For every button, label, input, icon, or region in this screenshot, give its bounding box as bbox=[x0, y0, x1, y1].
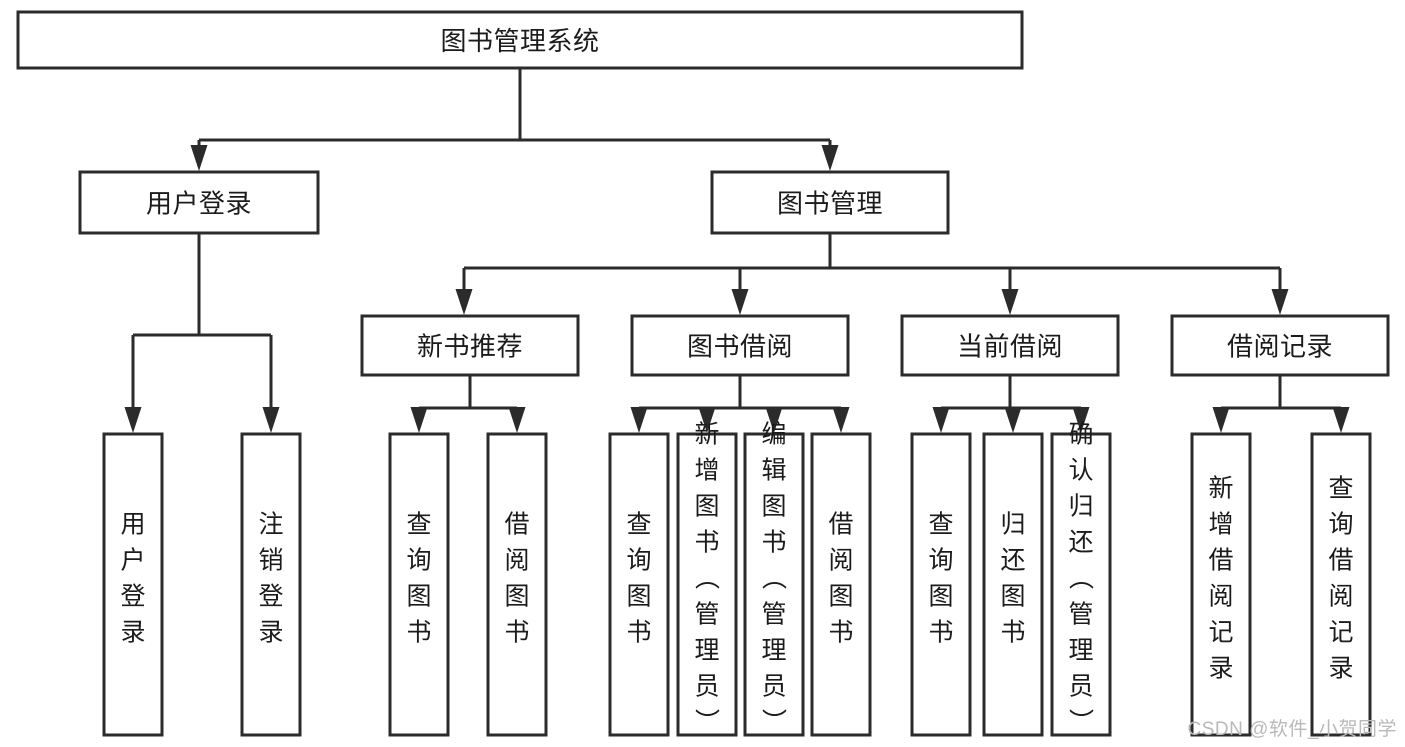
node-box-leaf-query-book-3 bbox=[910, 432, 972, 737]
node-user-login[interactable]: 用户登录 bbox=[78, 170, 320, 235]
node-label-book-borrow: 图书借阅 bbox=[687, 332, 793, 362]
connector-bookborrow-to-leaves bbox=[630, 375, 850, 433]
node-box-leaf-return-book bbox=[982, 432, 1044, 737]
node-book-manage[interactable]: 图书管理 bbox=[710, 170, 950, 235]
node-leaf-borrow-book-1[interactable]: 借阅图书 bbox=[486, 432, 548, 737]
node-box-leaf-logout bbox=[240, 432, 302, 737]
node-label-borrow-record: 借阅记录 bbox=[1227, 332, 1333, 362]
node-label-leaf-query-book-1: 查询图书 bbox=[406, 511, 431, 647]
connector-newbookrec-to-leaves bbox=[410, 375, 526, 433]
node-label-leaf-add-book: 新增图书（管理员） bbox=[694, 421, 720, 737]
node-box-leaf-query-book-1 bbox=[388, 432, 450, 737]
node-box-book-manage bbox=[710, 170, 950, 235]
node-label-leaf-confirm-return: 确认归还（管理员） bbox=[1068, 421, 1094, 737]
node-label-leaf-borrow-book-2: 借阅图书 bbox=[828, 511, 853, 647]
node-current-borrow[interactable]: 当前借阅 bbox=[900, 314, 1120, 377]
node-label-leaf-query-book-3: 查询图书 bbox=[928, 511, 953, 647]
node-label-user-login: 用户登录 bbox=[146, 189, 252, 219]
node-leaf-query-book-2[interactable]: 查询图书 bbox=[608, 432, 670, 737]
node-box-current-borrow bbox=[900, 314, 1120, 377]
node-leaf-query-record[interactable]: 查询借阅记录 bbox=[1310, 432, 1372, 737]
node-book-borrow[interactable]: 图书借阅 bbox=[630, 314, 850, 377]
node-label-leaf-return-book: 归还图书 bbox=[1000, 511, 1025, 647]
node-leaf-confirm-return[interactable]: 确认归还（管理员） bbox=[1050, 421, 1112, 737]
node-box-root bbox=[16, 10, 1024, 70]
diagram-nodes: 图书管理系统用户登录图书管理新书推荐图书借阅当前借阅借阅记录用户登录注销登录查询… bbox=[16, 10, 1390, 737]
node-leaf-edit-book[interactable]: 编辑图书（管理员） bbox=[743, 421, 805, 737]
node-box-leaf-add-book bbox=[676, 432, 738, 737]
node-label-current-borrow: 当前借阅 bbox=[957, 332, 1063, 362]
node-borrow-record[interactable]: 借阅记录 bbox=[1170, 314, 1390, 377]
node-label-leaf-query-record: 查询借阅记录 bbox=[1328, 475, 1353, 683]
node-leaf-logout[interactable]: 注销登录 bbox=[240, 432, 302, 737]
node-box-leaf-confirm-return bbox=[1050, 432, 1112, 737]
node-label-leaf-logout: 注销登录 bbox=[258, 511, 283, 647]
node-label-book-manage: 图书管理 bbox=[777, 189, 883, 219]
node-leaf-query-book-3[interactable]: 查询图书 bbox=[910, 432, 972, 737]
node-leaf-return-book[interactable]: 归还图书 bbox=[982, 432, 1044, 737]
node-new-book-rec[interactable]: 新书推荐 bbox=[360, 314, 580, 377]
node-leaf-add-book[interactable]: 新增图书（管理员） bbox=[676, 421, 738, 737]
node-box-user-login bbox=[78, 170, 320, 235]
node-leaf-borrow-book-2[interactable]: 借阅图书 bbox=[810, 432, 872, 737]
node-label-root: 图书管理系统 bbox=[440, 26, 599, 56]
connector-currentborrow-to-leaves bbox=[932, 375, 1090, 433]
node-leaf-query-book-1[interactable]: 查询图书 bbox=[388, 432, 450, 737]
node-box-leaf-add-record bbox=[1190, 432, 1252, 737]
node-label-leaf-query-book-2: 查询图书 bbox=[626, 511, 651, 647]
node-leaf-add-record[interactable]: 新增借阅记录 bbox=[1190, 432, 1252, 737]
connector-borrowrecord-to-leaves bbox=[1212, 375, 1350, 433]
node-label-leaf-user-login: 用户登录 bbox=[120, 511, 145, 647]
connector-root-to-level2 bbox=[190, 68, 839, 171]
node-box-borrow-record bbox=[1170, 314, 1390, 377]
node-box-book-borrow bbox=[630, 314, 850, 377]
node-box-leaf-borrow-book-2 bbox=[810, 432, 872, 737]
node-root[interactable]: 图书管理系统 bbox=[16, 10, 1024, 70]
connector-userlogin-to-leaves bbox=[124, 233, 280, 433]
node-leaf-user-login[interactable]: 用户登录 bbox=[102, 432, 164, 737]
connector-edges bbox=[124, 68, 1350, 433]
node-box-leaf-query-book-2 bbox=[608, 432, 670, 737]
node-label-leaf-add-record: 新增借阅记录 bbox=[1208, 475, 1233, 683]
node-label-leaf-edit-book: 编辑图书（管理员） bbox=[761, 421, 787, 737]
node-label-new-book-rec: 新书推荐 bbox=[417, 332, 523, 362]
node-box-leaf-user-login bbox=[102, 432, 164, 737]
node-box-leaf-borrow-book-1 bbox=[486, 432, 548, 737]
watermark-text: CSDN @软件_小贺同学 bbox=[1187, 719, 1397, 740]
node-box-leaf-query-record bbox=[1310, 432, 1372, 737]
node-box-leaf-edit-book bbox=[743, 432, 805, 737]
node-label-leaf-borrow-book-1: 借阅图书 bbox=[504, 511, 529, 647]
node-box-new-book-rec bbox=[360, 314, 580, 377]
connector-bookmanage-to-level3 bbox=[455, 233, 1289, 315]
